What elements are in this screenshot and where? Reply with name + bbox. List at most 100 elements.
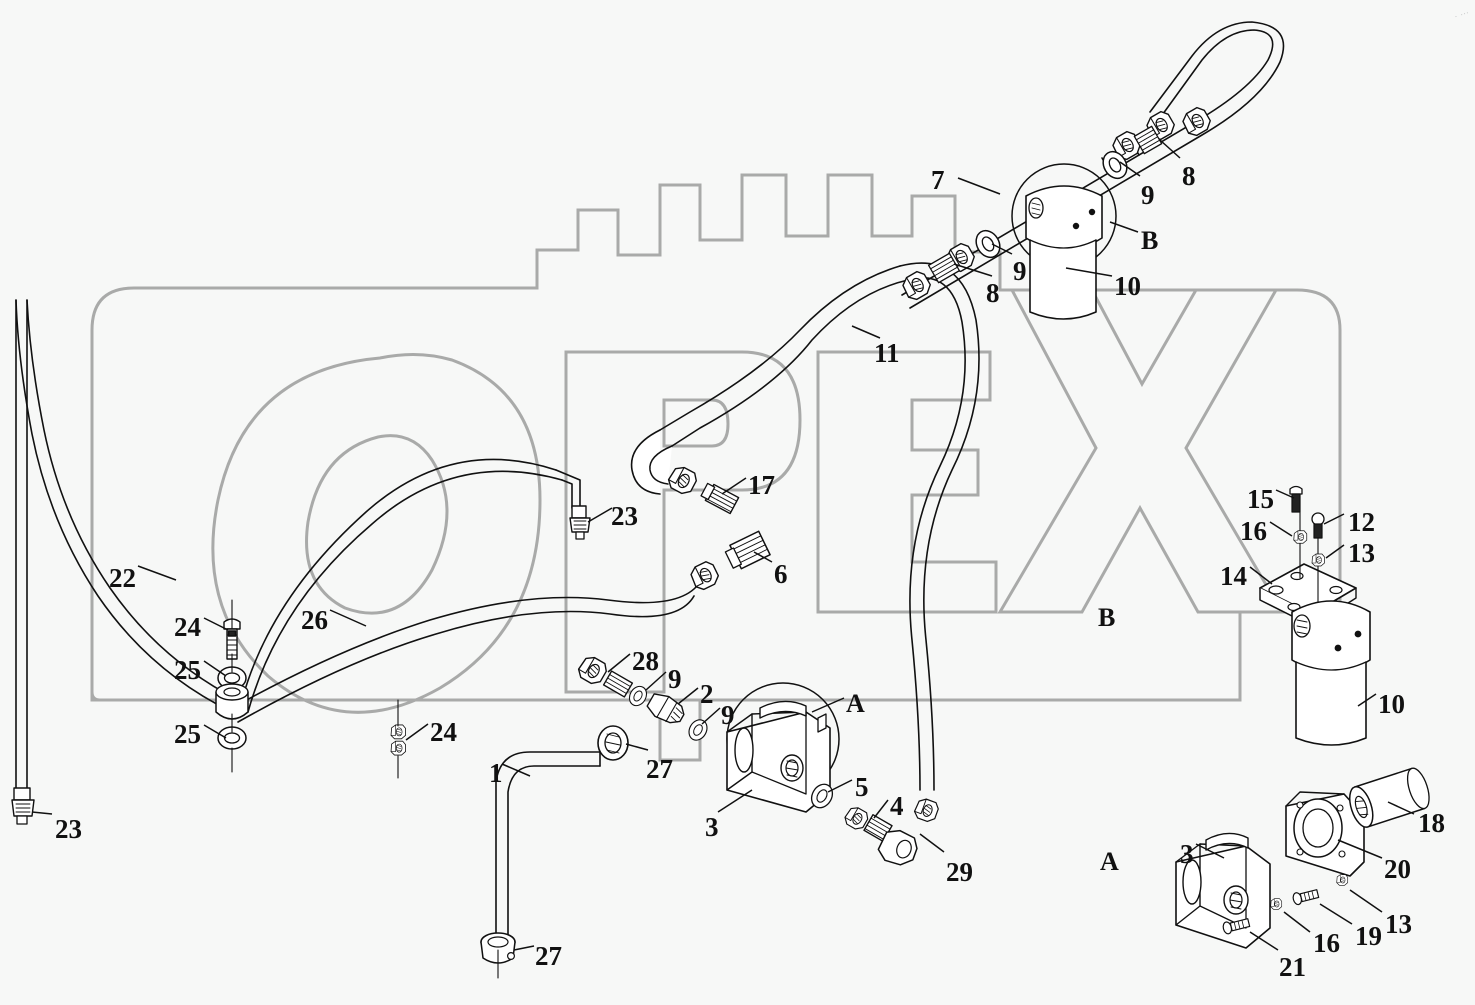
watermark-letter-e — [816, 350, 998, 614]
callout-23: 23 — [611, 501, 638, 531]
leader-A-center — [811, 697, 845, 713]
callout-9: 9 — [1013, 256, 1027, 286]
callout-3: 3 — [705, 812, 719, 842]
leader-lines — [31, 139, 1415, 951]
leader-6 — [753, 551, 773, 563]
clamp-27-center — [597, 725, 629, 761]
watermark-letter-p-bowl — [662, 398, 730, 448]
callout-4: 4 — [890, 791, 904, 821]
leader-5 — [827, 779, 853, 793]
leader-8-mid — [953, 263, 993, 277]
leader-23-left — [31, 811, 53, 815]
callout-3: 3 — [1180, 839, 1194, 869]
callout-1: 1 — [489, 758, 503, 788]
callout-9: 9 — [1141, 180, 1155, 210]
fitting-23-left — [11, 787, 35, 825]
watermark-layer — [90, 173, 1342, 762]
leader-8-top — [1159, 139, 1181, 159]
leader-9-mid — [991, 243, 1013, 255]
nut-13b — [1336, 874, 1349, 886]
section-label-A-bottom: A — [1100, 847, 1119, 876]
callout-9: 9 — [668, 664, 682, 694]
fitting-8-mid — [898, 240, 979, 304]
leader-10-top — [1065, 267, 1113, 277]
leader-24-left — [203, 617, 229, 631]
bolt-19 — [1292, 889, 1320, 906]
leader-3-bottom — [1195, 843, 1225, 859]
tube-1 — [495, 751, 601, 941]
callout-17: 17 — [748, 470, 775, 500]
leader-16b — [1283, 911, 1311, 933]
leader-4 — [873, 799, 889, 819]
callout-2: 2 — [700, 679, 714, 709]
callout-8: 8 — [1182, 161, 1196, 191]
leader-23-center — [587, 507, 613, 523]
leader-25-upper — [203, 660, 227, 677]
leader-2 — [677, 687, 699, 705]
pump-3-center — [726, 682, 840, 813]
leader-24-center — [405, 723, 429, 741]
leader-16a — [1269, 521, 1293, 537]
callout-14: 14 — [1220, 561, 1247, 591]
leader-10-right — [1357, 693, 1377, 707]
leader-B-top — [1109, 221, 1139, 233]
leader-9-top — [1119, 161, 1141, 177]
callout-21: 21 — [1279, 952, 1306, 982]
callout-27: 27 — [646, 754, 673, 784]
callout-12: 12 — [1348, 507, 1375, 537]
leader-28 — [607, 653, 631, 673]
callout-11: 11 — [874, 338, 900, 368]
section-label-B-middle: B — [1098, 603, 1116, 632]
bolt-21 — [1222, 918, 1251, 935]
leader-13b — [1349, 889, 1383, 913]
adapter-2 — [646, 693, 685, 724]
leader-13a — [1325, 544, 1345, 559]
leader-26 — [329, 609, 367, 627]
watermark-letter-p — [564, 350, 802, 694]
filter-assembly-right — [1259, 485, 1371, 746]
leader-20 — [1337, 839, 1383, 859]
watermark-gear-outline — [90, 173, 1342, 702]
leader-9-c — [645, 671, 667, 691]
callout-27: 27 — [535, 941, 562, 971]
clamp-27-bottom — [480, 932, 516, 979]
fitting-23-center — [569, 505, 591, 540]
callout-9: 9 — [721, 700, 735, 730]
leader-12 — [1323, 513, 1345, 525]
callout-16: 16 — [1313, 928, 1340, 958]
hose-11 — [659, 262, 980, 791]
section-label-B-top: B — [1141, 226, 1159, 255]
callout-13: 13 — [1348, 538, 1375, 568]
callout-6: 6 — [774, 559, 788, 589]
callout-23: 23 — [55, 814, 82, 844]
callout-16: 16 — [1240, 516, 1267, 546]
watermark-panel-base — [90, 691, 1240, 762]
leader-27-center — [625, 743, 649, 751]
callout-25: 25 — [174, 719, 201, 749]
callout-13: 13 — [1385, 909, 1412, 939]
leader-9-d — [701, 707, 721, 725]
hose-23-upper — [241, 458, 581, 713]
nut-16b — [1270, 898, 1283, 910]
leader-11 — [851, 325, 881, 339]
callout-8: 8 — [986, 278, 1000, 308]
filter-10-top — [1011, 163, 1117, 320]
leader-1 — [501, 763, 531, 777]
callout-22: 22 — [109, 563, 136, 593]
leader-17 — [721, 477, 747, 495]
leader-21 — [1249, 931, 1279, 951]
elbow-17 — [630, 429, 740, 515]
callout-26: 26 — [301, 605, 328, 635]
watermark-letter-o-inner — [305, 434, 449, 615]
fitting-29 — [877, 796, 941, 866]
leader-7 — [957, 177, 1001, 195]
callout-5: 5 — [855, 772, 869, 802]
leader-14 — [1249, 566, 1273, 585]
leader-27-bottom — [513, 945, 535, 951]
callout-24: 24 — [174, 612, 201, 642]
leader-3-center — [717, 789, 753, 813]
callout-20: 20 — [1384, 854, 1411, 884]
pump-assembly-bottom-right — [1175, 767, 1430, 949]
